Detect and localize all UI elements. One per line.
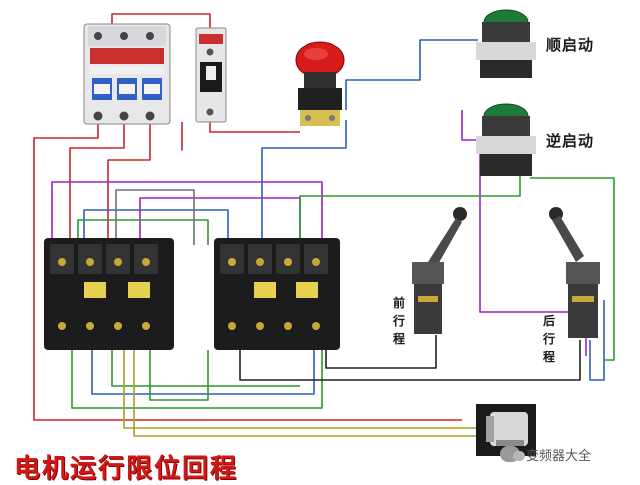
wire-blue-5	[589, 300, 605, 381]
reverse-limit-char-3: 程	[542, 350, 555, 364]
wire-green-5	[111, 350, 300, 387]
reverse-limit-char-1: 后	[542, 314, 555, 328]
reverse-limit-char-2: 行	[542, 332, 555, 346]
wire-purple-4	[139, 197, 301, 245]
wire-red-2	[69, 122, 125, 245]
wire-red-loop	[33, 245, 462, 421]
reverse-start-button	[476, 103, 536, 176]
forward-start-button	[476, 9, 536, 78]
wire-blue-2	[345, 39, 478, 110]
wire-green-4	[77, 219, 209, 245]
wire-red-stop	[209, 120, 300, 133]
wire-green-2	[299, 176, 521, 245]
wire-green-3	[71, 350, 323, 409]
forward-start-label: 顺启动	[546, 36, 595, 54]
forward-limit-char-3: 程	[392, 332, 405, 346]
reverse-start-label: 逆启动	[546, 132, 595, 150]
chat-icon	[500, 446, 525, 462]
wire-red-1	[33, 122, 99, 245]
wire-blue-3	[83, 209, 229, 245]
circuit-breaker	[83, 23, 171, 125]
watermark-text: 变频器大全	[526, 448, 592, 464]
wire-olive-2	[123, 350, 484, 429]
wire-gray-1	[115, 189, 195, 245]
wire-purple-2	[51, 181, 323, 245]
diagram-title: 电机运行限位回程	[14, 454, 239, 484]
forward-limit-switch	[412, 207, 467, 334]
watermark: 变频器大全	[500, 442, 632, 466]
single-pole-breaker	[195, 27, 227, 123]
forward-limit-char-1: 前	[392, 296, 405, 310]
wires	[33, 13, 615, 437]
reverse-limit-switch	[549, 207, 600, 338]
forward-limit-char-2: 行	[392, 314, 405, 328]
forward-limit-label: 前 行 程	[392, 294, 406, 348]
wire-red-3	[107, 122, 151, 245]
wire-black-2	[239, 340, 581, 381]
wire-green-6	[149, 350, 209, 401]
wire-purple-3	[479, 178, 568, 313]
wire-blue-1	[261, 120, 347, 245]
wire-green-1	[530, 177, 615, 361]
wire-black-1	[325, 335, 437, 369]
contactor-left	[44, 238, 174, 350]
wire-blue-4	[91, 350, 315, 395]
emergency-stop-button	[295, 41, 345, 126]
wire-red-top	[111, 13, 211, 30]
reverse-limit-label: 后 行 程	[542, 312, 556, 366]
contactor-right	[214, 238, 340, 350]
